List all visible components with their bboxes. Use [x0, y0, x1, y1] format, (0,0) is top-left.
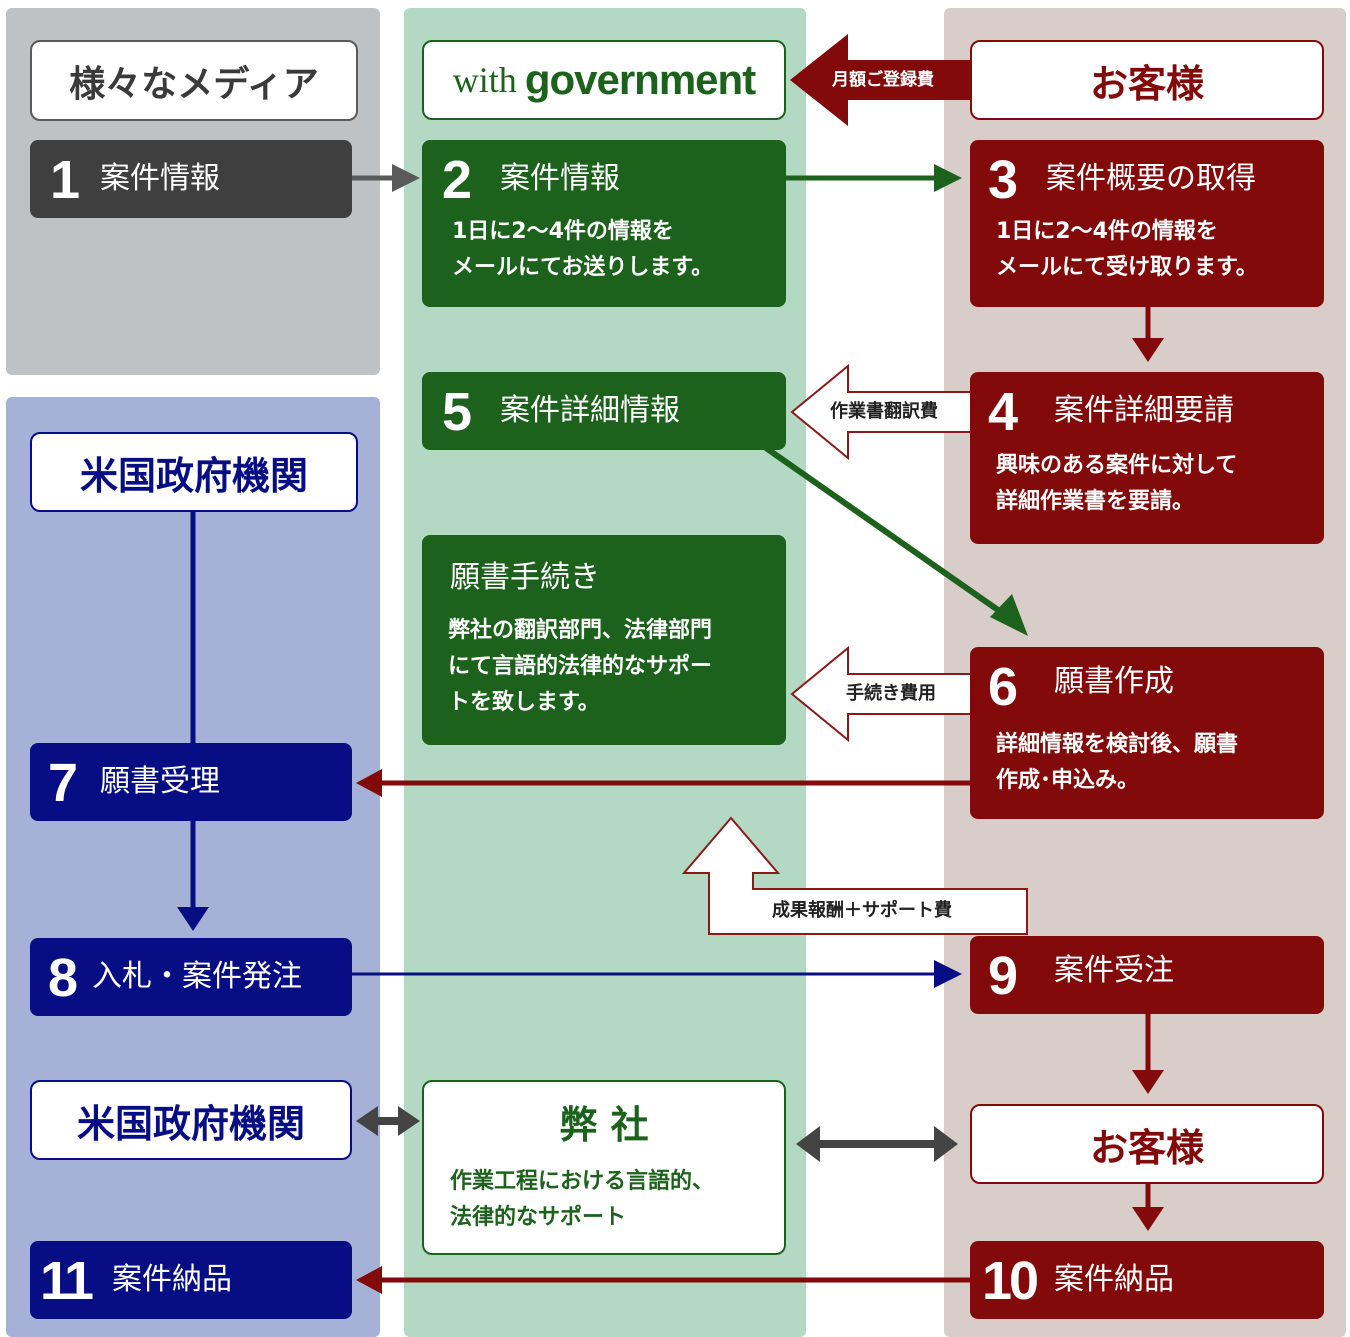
- step-4-box: 4 案件詳細要請 興味のある案件に対して 詳細作業書を要請。: [970, 372, 1324, 544]
- step-10-box: 10 案件納品: [970, 1241, 1324, 1319]
- double-arrow-company-customer-left: [796, 1126, 820, 1162]
- step-10-number: 10: [982, 1251, 1039, 1311]
- company-title: 弊 社: [559, 1103, 649, 1147]
- customer-header-bottom-text: お客様: [1089, 1125, 1204, 1170]
- step-9-title: 案件受注: [1054, 953, 1174, 988]
- arrow-10-to-11-head: [356, 1266, 382, 1294]
- company-desc-line1: 作業工程における言語的、: [450, 1169, 715, 1194]
- step-2-title: 案件情報: [500, 161, 620, 196]
- us-gov-header-bottom: 米国政府機関: [30, 1080, 352, 1160]
- arrow-3-to-4-head: [1132, 338, 1164, 362]
- step-11-box: 11 案件納品: [30, 1241, 352, 1319]
- customer-header-top: お客様: [970, 40, 1324, 120]
- arrow-5-to-6-head: [990, 594, 1028, 636]
- double-arrow-usgov-company-right: [398, 1106, 420, 1136]
- step-6-number: 6: [988, 657, 1019, 717]
- step-4-number: 4: [988, 382, 1019, 442]
- fee-arrow-monthly: [790, 34, 972, 126]
- company-box: 弊 社 作業工程における言語的、 法律的なサポート: [422, 1080, 786, 1255]
- step-3-title: 案件概要の取得: [1046, 161, 1256, 196]
- fee-label-monthly: 月額ご登録費: [832, 70, 934, 90]
- step-5-number: 5: [442, 382, 473, 442]
- us-gov-header-top: 米国政府機関: [30, 432, 358, 512]
- us-gov-header-bottom-text: 米国政府機関: [76, 1101, 305, 1146]
- step-8-number: 8: [48, 948, 79, 1008]
- fee-arrow-success: [681, 816, 1028, 935]
- step-6-title: 願書作成: [1054, 664, 1174, 699]
- company-desc-line2: 法律的なサポート: [450, 1205, 627, 1230]
- brand-government: government: [524, 56, 756, 103]
- step-8-box: 8 入札・案件発注: [30, 938, 352, 1016]
- step-6-box: 6 願書作成 詳細情報を検討後、願書 作成･申込み。: [970, 647, 1324, 819]
- step-11-number: 11: [40, 1251, 94, 1311]
- step-2-desc-line2: メールにてお送りします。: [452, 255, 714, 280]
- step-6-desc-line2: 作成･申込み。: [996, 768, 1140, 793]
- us-gov-header-top-text: 米国政府機関: [79, 453, 308, 498]
- arrow-customer-to-10-head: [1132, 1207, 1164, 1231]
- arrow-6-to-7-head: [356, 769, 382, 797]
- step-7-number: 7: [48, 753, 79, 813]
- arrow-9-to-customer-head: [1132, 1070, 1164, 1094]
- fee-arrow-procedure: [790, 645, 973, 743]
- fee-label-success: 成果報酬＋サポート費: [772, 900, 952, 921]
- step-7-title: 願書受理: [100, 764, 220, 799]
- application-procedure-box: 願書手続き 弊社の翻訳部門、法律部門 にて言語的法律的なサポー トを致します。: [422, 535, 786, 745]
- step-6-desc-line1: 詳細情報を検討後、願書: [996, 732, 1239, 757]
- brand-header: with government: [422, 40, 786, 120]
- double-arrow-usgov-company-left: [356, 1106, 378, 1136]
- arrow-5-to-6: [764, 445, 1010, 620]
- step-3-number: 3: [988, 150, 1019, 210]
- arrow-2-to-3-head: [934, 164, 962, 192]
- media-header-text: 様々なメディア: [69, 63, 319, 105]
- step-4-desc-line1: 興味のある案件に対して: [996, 453, 1238, 478]
- fee-arrow-translation: [790, 363, 973, 461]
- step-10-title: 案件納品: [1054, 1262, 1174, 1297]
- customer-header-top-text: お客様: [1089, 61, 1204, 106]
- step-5-box: 5 案件詳細情報: [422, 372, 786, 450]
- step-11-title: 案件納品: [112, 1262, 232, 1297]
- fee-label-procedure: 手続き費用: [846, 683, 936, 704]
- arrow-1-to-2-head: [392, 164, 420, 192]
- step-3-desc-line1: 1日に2〜4件の情報を: [996, 219, 1218, 244]
- double-arrow-company-customer-right: [934, 1126, 958, 1162]
- application-procedure-title: 願書手続き: [450, 560, 600, 595]
- step-8-title: 入札・案件発注: [92, 959, 302, 994]
- application-procedure-desc-line3: トを致します。: [448, 690, 600, 715]
- step-1-number: 1: [50, 150, 81, 210]
- step-4-desc-line2: 詳細作業書を要請。: [996, 489, 1195, 514]
- step-9-box: 9 案件受注: [970, 936, 1324, 1014]
- step-3-box: 3 案件概要の取得 1日に2〜4件の情報を メールにて受け取ります。: [970, 140, 1324, 307]
- step-3-desc-line2: メールにて受け取ります。: [996, 255, 1258, 280]
- step-7-box: 7 願書受理: [30, 743, 352, 821]
- customer-header-bottom: お客様: [970, 1104, 1324, 1184]
- step-5-title: 案件詳細情報: [500, 393, 680, 428]
- step-1-title: 案件情報: [100, 161, 220, 196]
- step-1-box: 1 案件情報: [30, 140, 352, 218]
- media-header: 様々なメディア: [30, 40, 358, 121]
- step-2-box: 2 案件情報 1日に2〜4件の情報を メールにてお送りします。: [422, 140, 786, 307]
- fee-label-translation: 作業書翻訳費: [830, 401, 938, 422]
- arrow-7-to-8-head: [177, 907, 209, 931]
- step-2-desc-line1: 1日に2〜4件の情報を: [452, 219, 674, 244]
- step-2-number: 2: [442, 150, 473, 210]
- brand-with: with: [452, 60, 517, 100]
- application-procedure-desc-line1: 弊社の翻訳部門、法律部門: [448, 618, 713, 643]
- arrow-8-to-9-head: [934, 960, 962, 988]
- step-9-number: 9: [988, 946, 1019, 1006]
- application-procedure-desc-line2: にて言語的法律的なサポー: [448, 654, 713, 679]
- step-4-title: 案件詳細要請: [1054, 393, 1234, 428]
